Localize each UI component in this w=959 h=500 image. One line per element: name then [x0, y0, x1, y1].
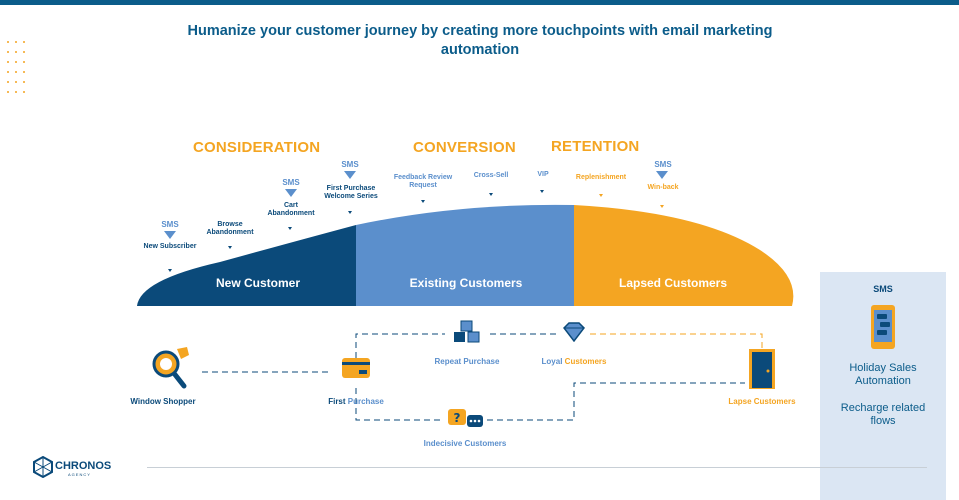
- segment-label-new: New Customer: [215, 276, 301, 290]
- segment-label-existing: Existing Customers: [409, 276, 523, 290]
- footer-divider: [147, 467, 927, 468]
- chronos-logo-icon: [33, 456, 53, 478]
- top-bar: [0, 0, 959, 5]
- sidebar-item-recharge: Recharge related flows: [840, 402, 926, 427]
- diamond-icon: [563, 322, 585, 342]
- marker-browse-abandonment: [228, 246, 232, 249]
- touchpoint-browse-abandonment: Browse Abandonment: [206, 221, 254, 236]
- marker-cross-sell: [489, 193, 493, 196]
- sms-marker-cart-abandonment: [285, 189, 297, 197]
- page-title: Humanize your customer journey by creati…: [187, 23, 773, 58]
- credit-card-icon: [342, 358, 370, 378]
- touchpoint-vip: VIP: [537, 171, 549, 178]
- marker-feedback-review: [421, 200, 425, 203]
- node-window-shopper: Window Shopper: [130, 397, 196, 406]
- marker-win-back: [660, 205, 664, 208]
- svg-text:?: ?: [454, 411, 461, 425]
- segment-new-customer: [137, 225, 356, 306]
- marker-vip: [540, 190, 544, 193]
- sidebar-title: SMS: [873, 284, 893, 294]
- touchpoint-win-back: Win-back: [647, 184, 679, 191]
- touchpoint-cart-abandonment: Cart Abandonment: [267, 202, 315, 217]
- node-first-purchase: First Purchase: [328, 397, 384, 406]
- connector-first-to-indecisive: [355, 388, 440, 421]
- segment-label-lapsed: Lapsed Customers: [618, 276, 728, 290]
- touchpoint-feedback-review: Feedback Review Request: [393, 174, 453, 189]
- marker-replenishment: [599, 194, 603, 197]
- sms-marker-new-subscriber: [164, 231, 176, 239]
- sidebar-item-holiday: Holiday Sales Automation: [849, 362, 917, 387]
- chat-bubbles-icon: ?: [448, 409, 483, 427]
- touchpoint-first-purchase-welcome: First Purchase Welcome Series: [324, 185, 378, 200]
- sms-marker-win-back: [656, 171, 668, 179]
- connector-indecisive-to-lapse: [487, 382, 745, 421]
- marker-new-subscriber: [168, 269, 172, 272]
- connector-first-to-repeat: [355, 333, 445, 358]
- sms-marker-first-purchase: [344, 171, 356, 179]
- segment-lapsed-customers: [574, 205, 794, 306]
- stage-conversion: CONVERSION: [413, 139, 516, 156]
- marker-first-purchase-welcome: [348, 211, 352, 214]
- door-icon: [749, 349, 775, 389]
- node-lapse-customers: Lapse Customers: [728, 397, 796, 406]
- marker-cart-abandonment: [288, 227, 292, 230]
- stage-retention: RETENTION: [551, 138, 640, 155]
- logo-name: CHRONOS: [55, 460, 112, 472]
- decorative-dots: [7, 41, 25, 93]
- sms-label-cart-abandonment: SMS: [282, 178, 300, 187]
- sms-sidebar: SMS Holiday Sales Automation Recharge re…: [820, 272, 946, 500]
- node-repeat-purchase: Repeat Purchase: [434, 357, 500, 366]
- logo-sub: AGENCY: [68, 472, 91, 477]
- touchpoint-cross-sell: Cross-Sell: [473, 172, 509, 179]
- node-indecisive-customers: Indecisive Customers: [423, 439, 507, 448]
- touchpoint-new-subscriber: New Subscriber: [143, 243, 197, 250]
- mobile-phone-icon: [871, 305, 895, 349]
- connector-loyal-to-lapse: [590, 333, 763, 348]
- magnifier-icon: [152, 347, 189, 389]
- node-loyal-customers: Loyal Customers: [541, 357, 607, 366]
- segment-existing-customers: [356, 204, 574, 306]
- touchpoint-replenishment: Replenishment: [575, 174, 627, 181]
- boxes-icon: [454, 320, 480, 343]
- sms-label-win-back: SMS: [654, 160, 672, 169]
- stage-consideration: CONSIDERATION: [193, 139, 321, 156]
- sms-label-new-subscriber: SMS: [161, 220, 179, 229]
- sms-label-first-purchase: SMS: [341, 160, 359, 169]
